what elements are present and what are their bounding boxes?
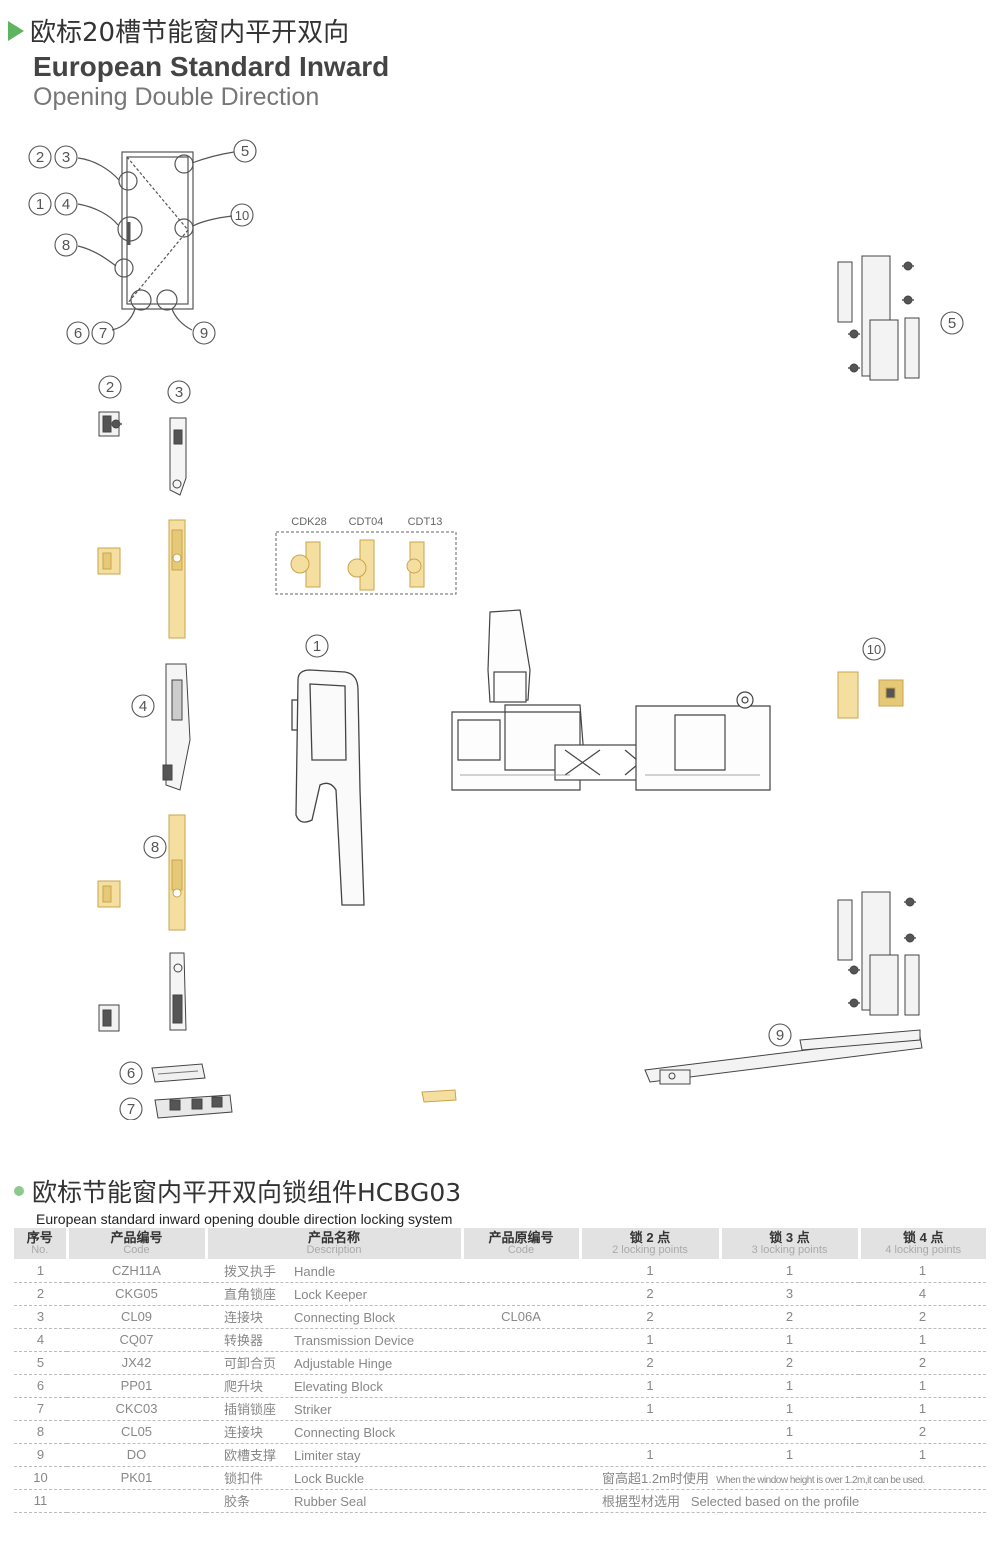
part-label-2: 2 [106, 379, 114, 396]
connecting-block-part-2 [169, 952, 187, 1031]
adjustable-hinge-bottom [837, 891, 920, 1016]
transmission-device-part [162, 663, 191, 791]
callout-2: 2 [36, 149, 44, 166]
part-label-9: 9 [776, 1027, 784, 1044]
system-title-en: European standard inward opening double … [36, 1211, 453, 1227]
profile-cross-section [451, 609, 771, 791]
handle-part [291, 669, 365, 906]
callout-7: 7 [99, 325, 107, 342]
title-en-line2: Opening Double Direction [33, 83, 320, 111]
part-label-3: 3 [175, 384, 183, 401]
gold-keeper-part [97, 547, 121, 575]
elevating-block-part [151, 1063, 206, 1083]
part-label-7: 7 [127, 1101, 135, 1118]
gold-small-block [421, 1089, 457, 1103]
cylinder-options-box: CDK28 CDT04 CDT13 [275, 516, 457, 595]
part-label-5: 5 [948, 315, 956, 332]
title-cn: 欧标20槽节能窗内平开双向 [30, 18, 350, 48]
callout-10: 10 [235, 208, 249, 223]
cylinder-code-3: CDT13 [408, 516, 443, 528]
callout-8: 8 [62, 237, 70, 254]
system-title-cn-row: 欧标节能窗内平开双向锁组件HCBG03 [14, 1173, 461, 1209]
system-section-header: 欧标节能窗内平开双向锁组件HCBG03 European standard in… [14, 1173, 461, 1227]
part-label-1: 1 [313, 638, 321, 655]
callout-6: 6 [74, 325, 82, 342]
cylinder-code-2: CDT04 [349, 516, 384, 528]
gold-rod-part-2 [168, 814, 186, 931]
callout-4: 4 [62, 196, 70, 213]
title-en-line1: European Standard Inward [33, 51, 390, 82]
gold-keeper-part-2 [97, 880, 121, 908]
lock-keeper-part-2 [98, 1004, 120, 1032]
window-schematic [77, 151, 235, 331]
dot-bullet-icon [14, 1186, 24, 1196]
callout-3: 3 [62, 149, 70, 166]
part-label-4: 4 [139, 698, 147, 715]
part-label-10: 10 [867, 642, 881, 657]
callout-1: 1 [36, 196, 44, 213]
adjustable-hinge-top [837, 255, 920, 381]
cylinder-code-1: CDK28 [291, 516, 326, 528]
part-label-8: 8 [151, 839, 159, 856]
lock-keeper-part [98, 411, 123, 437]
limiter-stay-part [644, 1029, 923, 1085]
hardware-exploded-drawing: 2 3 1 4 8 5 10 6 7 9 2 3 4 8 6 7 1 10 5 … [28, 139, 964, 1120]
callout-labels: 2 3 1 4 8 5 10 6 7 9 2 3 4 8 6 7 1 10 5 … [28, 139, 964, 1120]
gold-rod-part [168, 519, 186, 639]
connecting-block-part [169, 417, 187, 496]
callout-9: 9 [200, 325, 208, 342]
triangle-bullet-icon [8, 20, 24, 41]
part-label-6: 6 [127, 1065, 135, 1082]
callout-5: 5 [241, 143, 249, 160]
lock-buckle-part [837, 671, 904, 719]
striker-part [154, 1094, 233, 1119]
title-cn-row: 欧标20槽节能窗内平开双向 [8, 12, 389, 49]
system-title-cn: 欧标节能窗内平开双向锁组件HCBG03 [32, 1178, 462, 1207]
page-header: 欧标20槽节能窗内平开双向 European Standard Inward O… [8, 12, 389, 112]
